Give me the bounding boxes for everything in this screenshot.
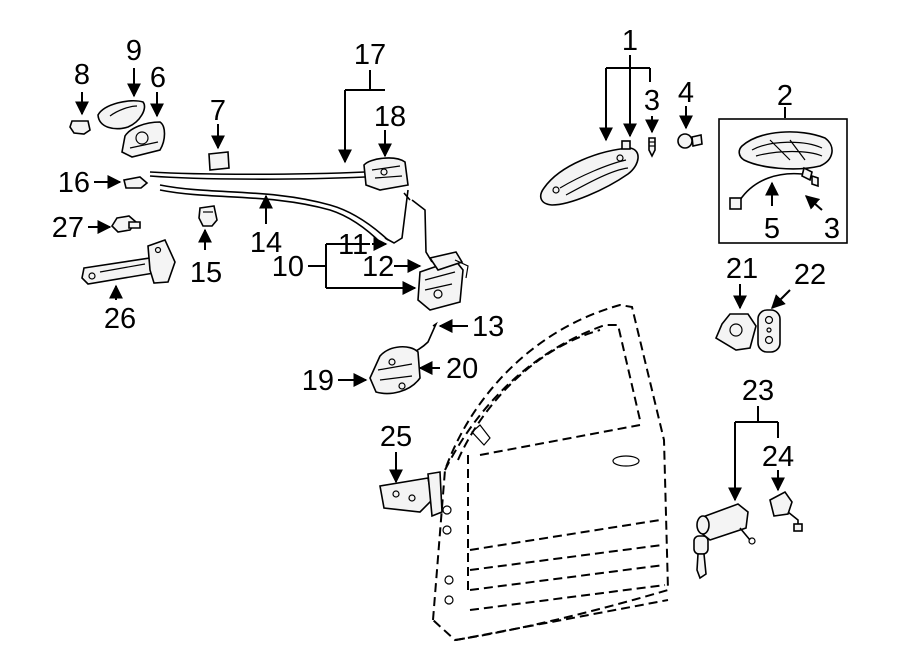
callout-14: 14 [250,227,282,259]
callout-19: 19 [302,365,334,397]
callout-12: 12 [362,251,394,283]
callout-22: 22 [794,259,826,291]
callout-numbers: 1 2 3 3 4 5 6 7 8 9 10 11 12 13 14 15 16… [52,25,840,473]
rods-and-cables [149,171,433,263]
shim [757,309,781,353]
bezel [121,121,166,158]
callout-6: 6 [150,62,166,94]
pad [97,99,146,130]
callout-25: 25 [380,421,412,453]
callout-18: 18 [374,101,406,133]
callout-21: 21 [726,253,758,285]
latch [417,251,469,311]
callout-1: 1 [622,25,638,57]
striker [714,313,757,351]
cover [208,151,230,171]
callout-20: 20 [446,353,478,385]
cable-clip [123,176,149,189]
inner-handle [363,157,409,191]
callout-24: 24 [762,441,794,473]
callout-26: 26 [104,303,136,335]
lock-cylinder [693,503,756,580]
callout-27: 27 [52,212,84,244]
leader-lines [75,55,823,502]
callout-15: 15 [190,257,222,289]
callout-13: 13 [472,311,504,343]
callout-10: 10 [272,251,304,283]
callout-8: 8 [74,59,90,91]
callout-23: 23 [742,375,774,407]
lock-cap [769,490,803,532]
grommet [69,120,91,135]
outside-handle [539,140,639,206]
clip [677,133,703,149]
callout-9: 9 [126,35,142,67]
callout-17: 17 [354,39,386,71]
handle-assembly-inset [718,118,848,244]
door-shell [431,303,670,642]
rod-clip [198,205,218,227]
callout-11: 11 [338,229,368,261]
hinge [379,471,443,518]
screw [648,137,656,158]
callout-5: 5 [764,213,780,245]
lock-actuator [369,321,438,395]
callout-2: 2 [777,80,793,112]
callout-16: 16 [58,167,90,199]
check-link [81,239,176,285]
bolt [110,215,141,233]
callout-7: 7 [210,95,226,127]
callout-3b: 3 [824,213,840,245]
callout-3: 3 [644,85,660,117]
callout-4: 4 [678,77,694,109]
